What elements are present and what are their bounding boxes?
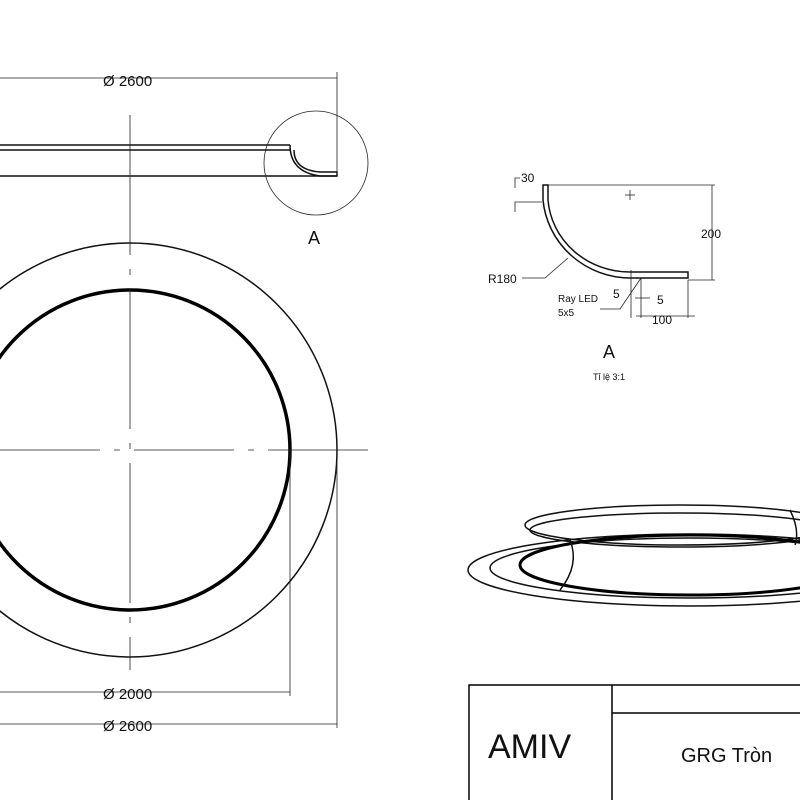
radius-label: R180 [488, 272, 517, 286]
side-view: Ø 2600 A [0, 72, 369, 248]
detail-title: A [603, 342, 615, 362]
dim-100: 100 [652, 313, 672, 327]
title-block: AMIV GRG Tròn [468, 684, 800, 800]
dim-5b: 5 [657, 293, 664, 307]
detail-a: 30 200 R180 Ray LED 5x5 5 5 100 A Tỉ lệ … [488, 171, 721, 382]
product-name: GRG Tròn [681, 745, 772, 767]
dim-outer-diameter: Ø 2600 [103, 718, 152, 735]
dim-200: 200 [701, 227, 721, 241]
dim-30: 30 [521, 171, 535, 185]
led-size: 5x5 [558, 308, 575, 319]
dim-inner-diameter: Ø 2000 [103, 686, 152, 703]
company-name: AMIV [488, 728, 571, 766]
isometric-view [467, 504, 800, 607]
dim-top-diameter: Ø 2600 [103, 73, 152, 90]
plan-view: Ø 2000 Ø 2600 [0, 115, 380, 735]
detail-label: A [308, 228, 320, 248]
led-label: Ray LED [558, 294, 598, 305]
dim-5a: 5 [613, 287, 620, 301]
detail-scale: Tỉ lệ 3:1 [593, 372, 625, 382]
detail-circle [263, 110, 369, 216]
